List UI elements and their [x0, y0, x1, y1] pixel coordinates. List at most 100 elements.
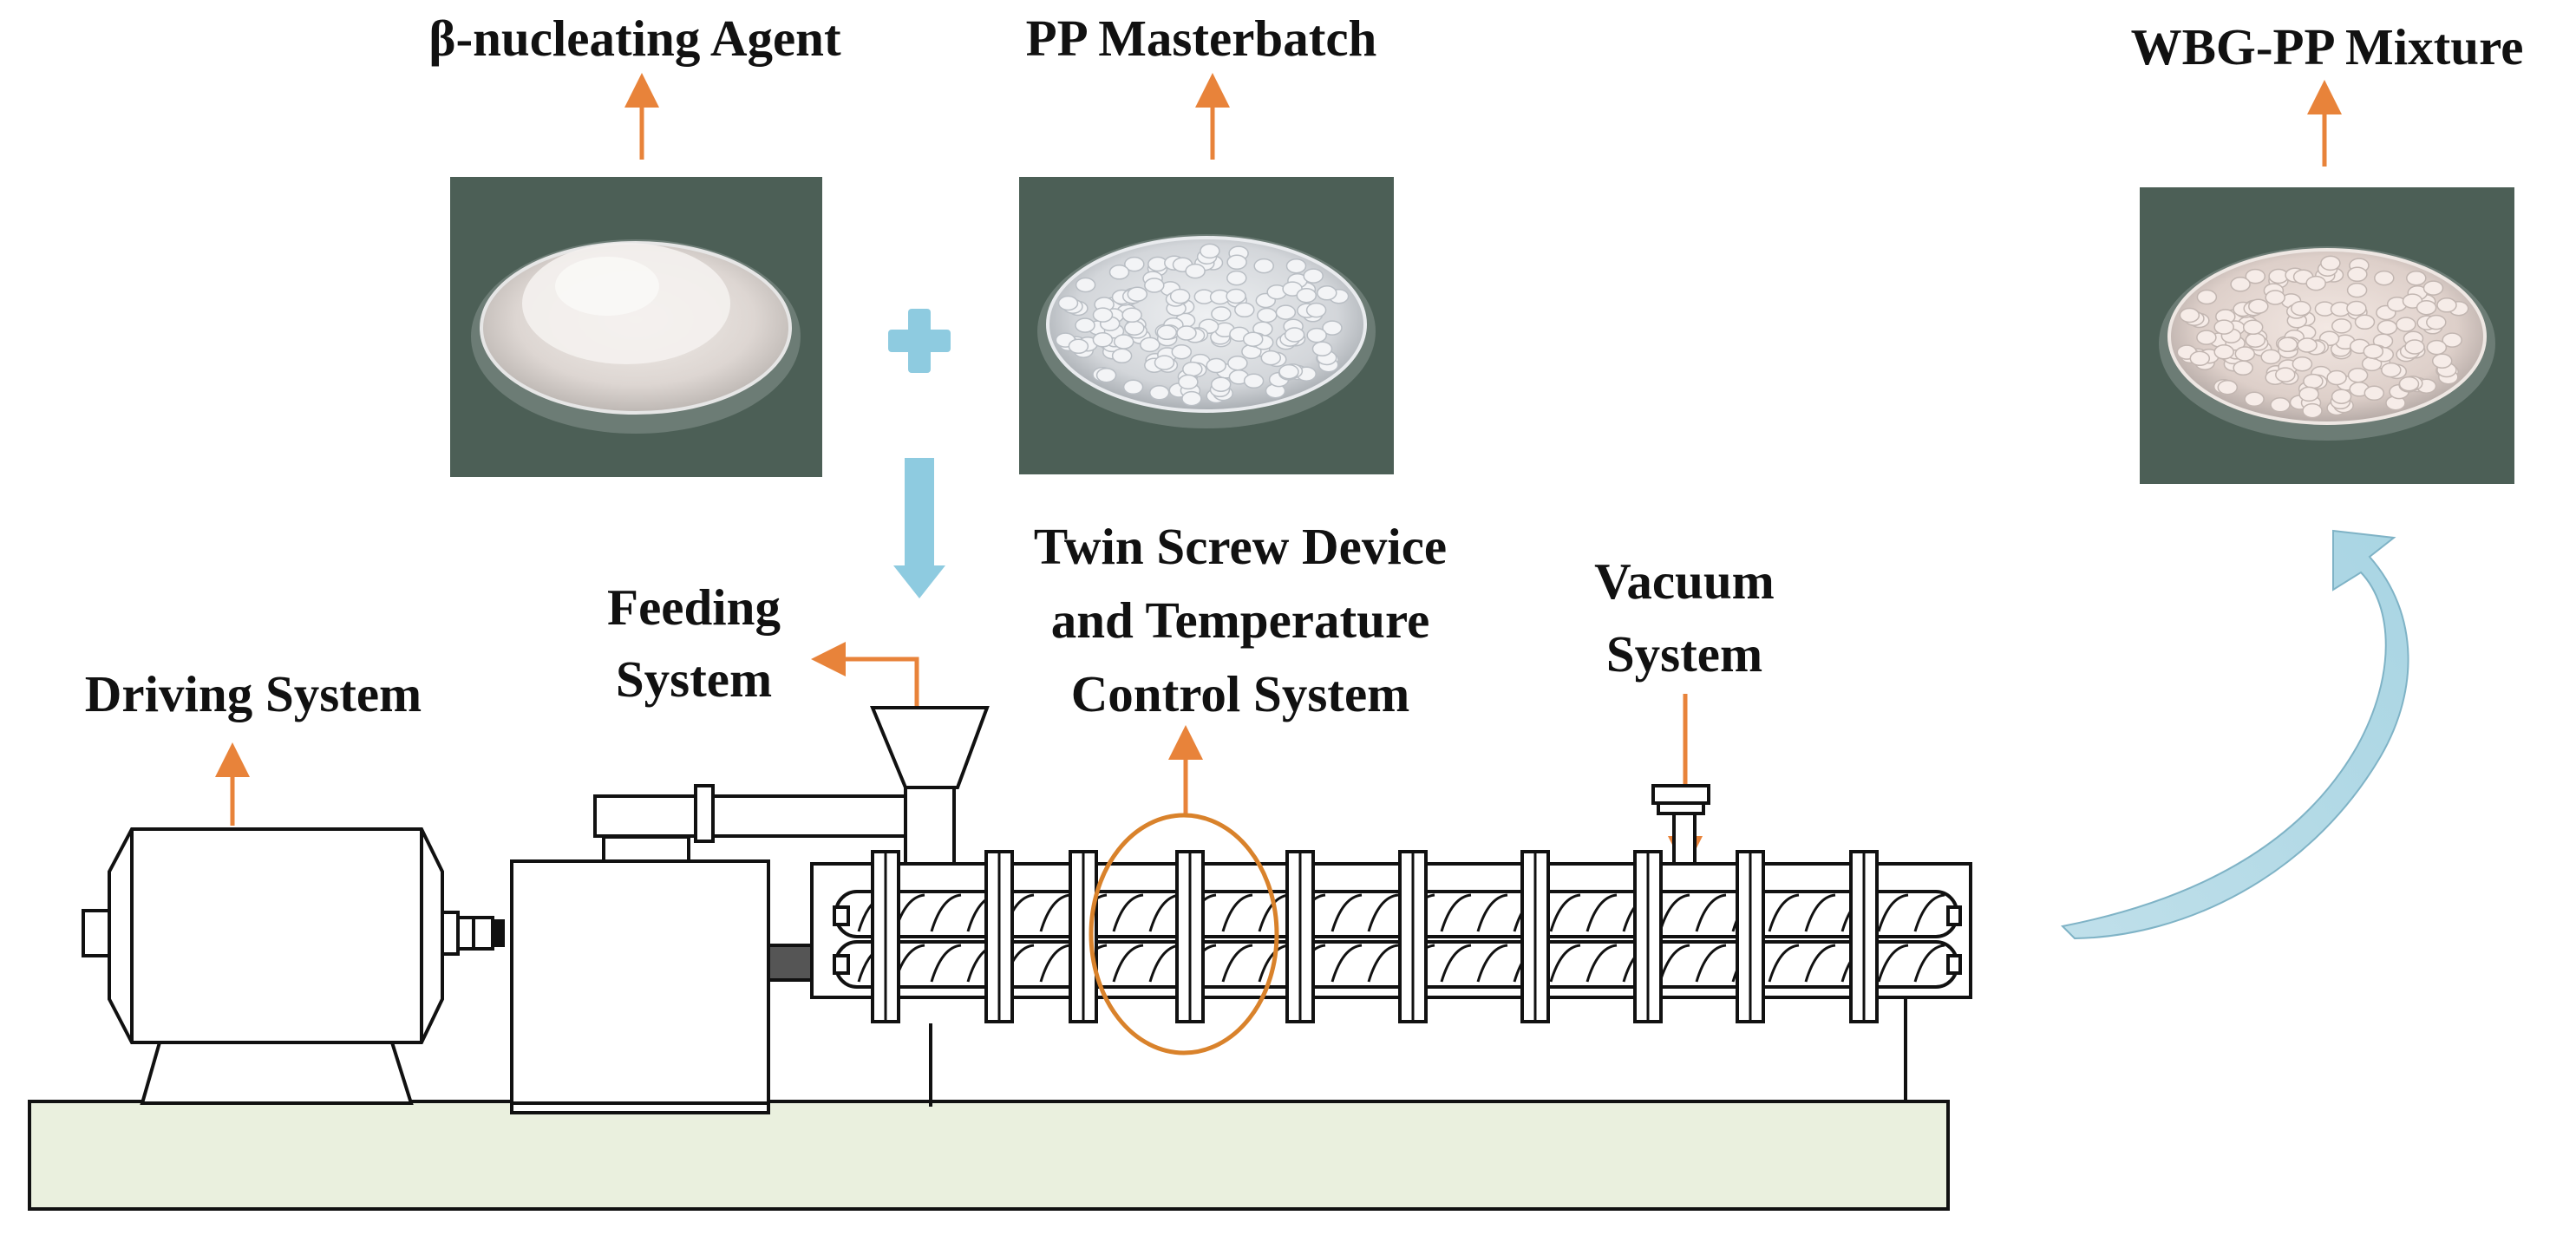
pellet — [2331, 389, 2352, 404]
pellet — [1226, 254, 1247, 271]
screw-flight — [1367, 944, 1399, 983]
pellet — [1127, 286, 1148, 302]
pellet — [2347, 266, 2368, 283]
pellet — [2381, 362, 2402, 378]
pellet — [2297, 337, 2318, 353]
pellet — [2213, 344, 2234, 360]
wbg-pp-mixture-label: WBG-PP Mixture — [2131, 18, 2524, 75]
screw-flight — [1440, 893, 1472, 932]
pp-masterbatch-photo — [1019, 177, 1394, 474]
screw-flight — [1039, 944, 1071, 983]
pellet — [1284, 327, 1305, 343]
pellet — [2245, 332, 2266, 348]
screw-flight — [930, 944, 962, 983]
pellet — [2213, 319, 2234, 335]
plus-icon — [888, 309, 951, 373]
pellet — [1303, 268, 1324, 284]
pellet — [2346, 300, 2367, 317]
pellet — [1185, 263, 1206, 279]
screw-flight — [1330, 944, 1363, 983]
screw-flight — [930, 893, 962, 932]
pellet — [2406, 270, 2427, 286]
pellet — [1169, 288, 1191, 304]
pellet — [2234, 346, 2256, 362]
pellet — [2248, 298, 2269, 314]
pellet — [1260, 350, 1282, 366]
driving-system-label: Driving System — [85, 665, 422, 722]
pellet — [1111, 348, 1133, 364]
pellet — [2364, 385, 2385, 402]
pellet — [1278, 363, 1299, 380]
pellet — [1243, 373, 1265, 389]
pellet — [2404, 339, 2425, 355]
pellet — [2374, 270, 2395, 286]
pointer-arrow-feeding — [811, 642, 919, 707]
pellet — [1275, 304, 1297, 320]
pellet — [2326, 369, 2347, 386]
heating-bands — [871, 850, 1879, 1023]
pellet — [1311, 341, 1333, 356]
nucleating-agent-label: β-nucleating Agent — [428, 10, 841, 67]
pellet — [1124, 256, 1145, 272]
pellet — [2426, 339, 2448, 356]
pellet — [1181, 390, 1202, 407]
pellet — [2196, 289, 2218, 305]
pellet — [1092, 332, 1114, 348]
motor — [82, 827, 505, 1105]
screw-flight — [1367, 893, 1399, 932]
screw-flight — [1476, 944, 1508, 983]
vacuum-system-label-line1: Vacuum — [1594, 552, 1775, 610]
pellet — [1092, 307, 1114, 323]
pellet — [2291, 300, 2311, 317]
pellet — [1108, 265, 1130, 280]
feeding-system-label-line2: System — [616, 650, 772, 708]
nucleating-agent-photo — [450, 177, 822, 477]
pellet — [2416, 299, 2437, 316]
pellet — [2270, 397, 2291, 413]
pellet — [1200, 243, 1220, 259]
pellet — [2196, 330, 2217, 345]
pellet — [2398, 376, 2420, 392]
pellet — [1226, 270, 1247, 286]
twin-screw-label-line3: Control System — [1071, 665, 1410, 722]
pellet — [1178, 374, 1199, 390]
pellet — [1226, 288, 1246, 304]
temperature-zone-highlight — [1089, 813, 1279, 1055]
screw-flight — [1112, 893, 1144, 932]
pellet — [2346, 282, 2368, 298]
top-pointer-arrows — [624, 73, 2342, 167]
pellet — [2431, 353, 2453, 369]
screw-flight — [1913, 893, 1945, 932]
screw-flight — [1112, 944, 1144, 983]
pellet — [2442, 332, 2462, 348]
screw-flight — [1585, 944, 1618, 983]
wbg-pp-mixture-photo — [2140, 187, 2514, 484]
pellet — [2377, 319, 2398, 336]
pellet — [1075, 317, 1095, 333]
down-flow-arrow-icon — [893, 458, 945, 598]
pellet — [1075, 277, 1096, 293]
pellet — [2396, 317, 2416, 332]
vacuum-port — [1651, 784, 1710, 866]
pellet — [2217, 379, 2239, 395]
pellet — [2230, 277, 2251, 292]
pellet — [2331, 318, 2352, 334]
pellet — [1285, 258, 1307, 274]
pellet — [2422, 280, 2444, 296]
pellet — [1306, 327, 1327, 343]
pellet — [2244, 391, 2265, 408]
screw-flight — [1039, 893, 1071, 932]
gearbox — [510, 784, 912, 1114]
pellet — [1257, 307, 1278, 323]
pellet — [1234, 302, 1255, 318]
screw-flight — [1695, 893, 1727, 932]
pellet — [2292, 356, 2313, 372]
pellet — [2436, 297, 2457, 313]
screw-flight — [1804, 893, 1836, 932]
pellet — [2347, 367, 2369, 383]
pellet — [2303, 373, 2324, 389]
pellet — [1144, 278, 1165, 293]
pellet — [2245, 268, 2266, 284]
screw-flight — [1768, 893, 1800, 932]
pellet — [2426, 314, 2447, 330]
